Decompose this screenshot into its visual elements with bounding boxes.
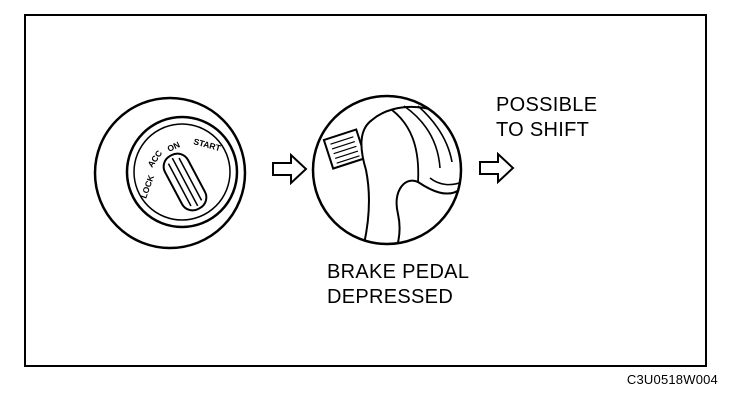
figure-code: C3U0518W004 xyxy=(626,372,718,387)
result-label: POSSIBLE TO SHIFT xyxy=(496,93,597,143)
result-label-line-1: POSSIBLE xyxy=(496,94,598,116)
ignition-switch-illustration: LOCK ACC ON START xyxy=(93,96,247,250)
brake-label-line-2: DEPRESSED xyxy=(327,286,454,308)
arrow-right-icon xyxy=(272,152,308,186)
arrow-right-icon xyxy=(479,151,515,185)
figure-frame xyxy=(24,14,707,367)
dial-label-on: ON xyxy=(166,139,182,153)
brake-label-line-1: BRAKE PEDAL xyxy=(327,261,470,283)
result-label-line-2: TO SHIFT xyxy=(496,119,590,141)
key-slot xyxy=(162,152,208,212)
brake-pedal-illustration xyxy=(311,94,463,246)
brake-label: BRAKE PEDAL DEPRESSED xyxy=(327,260,469,310)
